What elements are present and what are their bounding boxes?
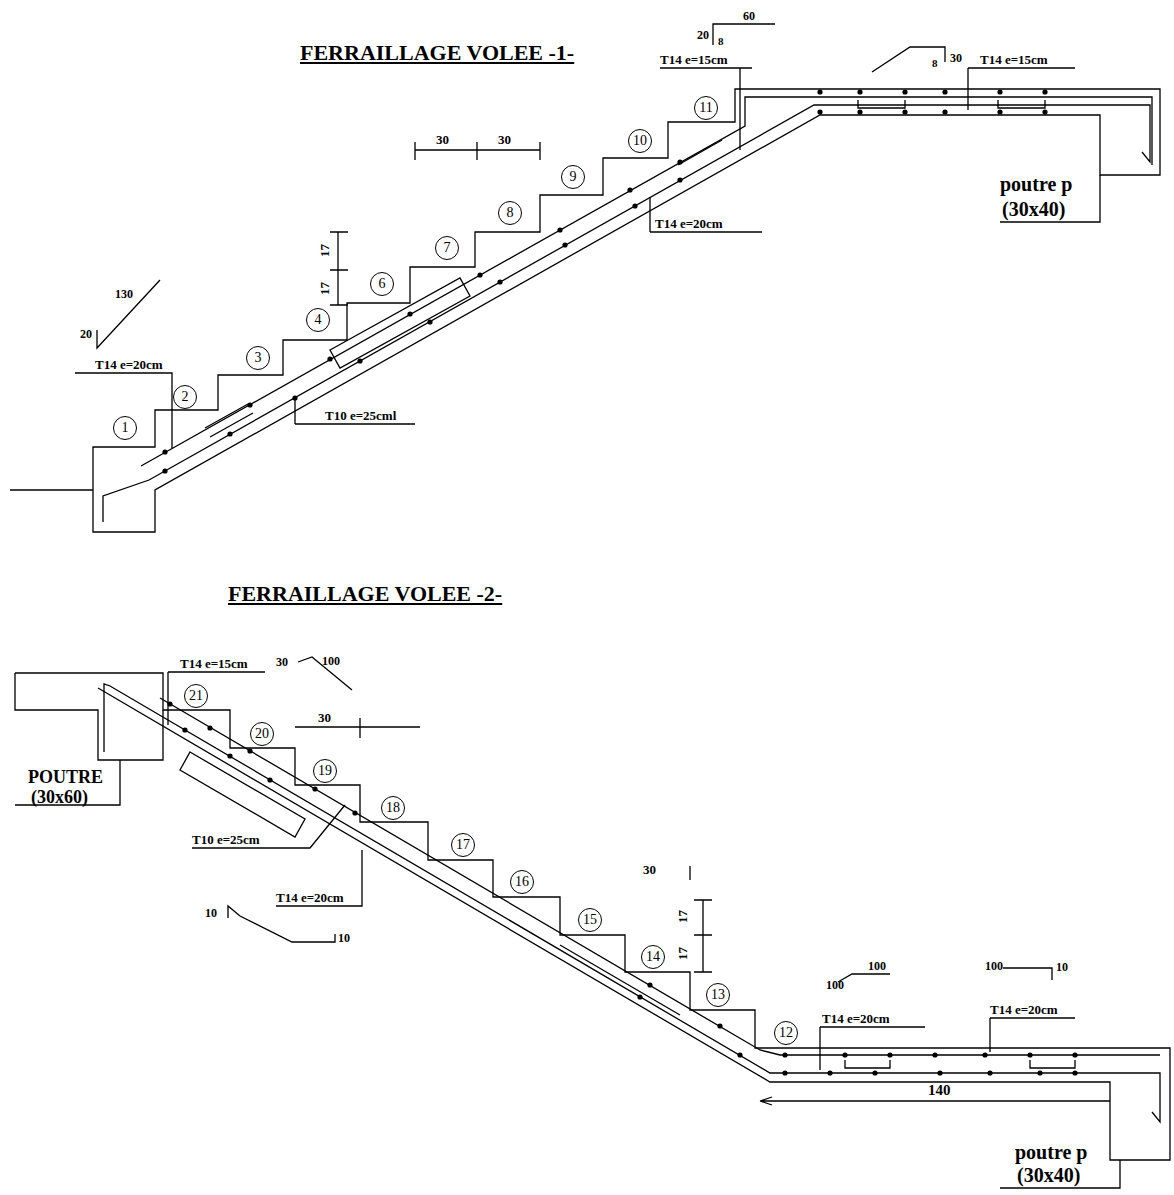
step-number: 3 [255,351,262,365]
drawing-annotation: 20 [697,29,709,41]
drawing-annotation: 10 [205,907,217,919]
drawing-annotation: 20 [80,328,92,340]
step-number: 9 [570,170,577,184]
drawing-annotation: T14 e=20cm [276,891,344,904]
drawing-annotation: T14 e=20cm [655,217,723,230]
drawing-annotation: 10 [338,932,350,944]
drawing-annotation: 30 [436,133,449,146]
drawing-annotation: 30 [498,133,511,146]
drawing-annotation: 8 [932,58,938,69]
step-number: 2 [182,390,189,404]
step-number-circle: 20 [250,722,274,746]
drawing-annotation: 30 [950,52,962,64]
step-number-circle: 8 [498,201,522,225]
drawing-annotation: T10 e=25cm [192,833,260,846]
drawing-annotation: 60 [743,10,755,22]
drawing-annotation: 30 [276,656,288,668]
step-number-circle: 14 [641,945,665,969]
drawing-annotation: 100 [322,655,340,667]
step-number-circle: 1 [113,416,137,440]
step-number-circle: 4 [306,308,330,332]
step-number-circle: 9 [561,165,585,189]
drawing-annotation: POUTRE [28,768,103,786]
drawing-annotation: 30 [318,711,331,724]
drawing-annotation: 140 [925,1083,954,1098]
step-number: 6 [379,277,386,291]
step-number-circle: 2 [173,385,197,409]
drawing-annotation: (30x40) [1017,1165,1080,1185]
step-number: 8 [507,206,514,220]
drawing-annotation: T10 e=25cml [325,409,396,422]
step-number-circle: 19 [313,759,337,783]
step-number-circle: 11 [694,96,718,120]
step-number: 18 [386,801,400,815]
drawing-annotation: T14 e=15cm [980,53,1048,66]
drawing-annotation: (30x60) [31,788,88,806]
step-number-circle: 7 [435,236,459,260]
drawing-annotation: 100 [868,960,886,972]
step-number-circle: 16 [510,870,534,894]
drawing-annotation: poutre p [1000,174,1072,194]
step-number-circle: 12 [774,1021,798,1045]
step-number: 15 [583,913,597,927]
drawing-annotation: T14 e=20cm [990,1003,1058,1016]
drawing-annotation: 30 [643,863,656,876]
drawing-annotation: 17 [676,910,689,923]
drawing-annotation: T14 e=20cm [95,358,163,371]
drawing-annotation: 130 [115,288,133,300]
step-number-circle: 3 [246,346,270,370]
drawing-annotation: (30x40) [1002,199,1065,219]
step-number: 4 [315,313,322,327]
step-number: 21 [189,689,203,703]
step-number: 19 [318,764,332,778]
section-title: FERRAILLAGE VOLEE -1- [300,42,574,64]
step-number-circle: 6 [370,272,394,296]
step-number-circle: 13 [706,983,730,1007]
step-number: 20 [255,727,269,741]
drawing-annotation: T14 e=15cm [180,657,248,670]
drawing-annotation: 17 [318,282,331,295]
step-number-circle: 17 [451,833,475,857]
step-number: 1 [122,421,129,435]
drawing-annotation: 100 [826,979,844,991]
step-number-circle: 18 [381,796,405,820]
step-number-circle: 15 [578,908,602,932]
step-number: 13 [711,988,725,1002]
step-number: 10 [633,134,647,148]
step-number: 17 [456,838,470,852]
drawing-annotation: 100 [985,960,1003,972]
step-number: 16 [515,875,529,889]
drawing-annotation: T14 e=15cm [660,53,728,66]
drawing-annotation: 8 [718,36,724,47]
drawing-annotation: 17 [318,244,331,257]
step-number: 11 [699,101,712,115]
drawing-annotation: T14 e=20cm [822,1012,890,1025]
drawing-annotation: 17 [676,947,689,960]
drawing-annotation: poutre p [1015,1142,1087,1162]
step-number: 7 [444,241,451,255]
section-title: FERRAILLAGE VOLEE -2- [228,583,502,605]
step-number-circle: 21 [184,684,208,708]
step-number: 12 [779,1026,793,1040]
step-number: 14 [646,950,660,964]
drawing-annotation: 10 [1056,961,1068,973]
step-number-circle: 10 [628,129,652,153]
